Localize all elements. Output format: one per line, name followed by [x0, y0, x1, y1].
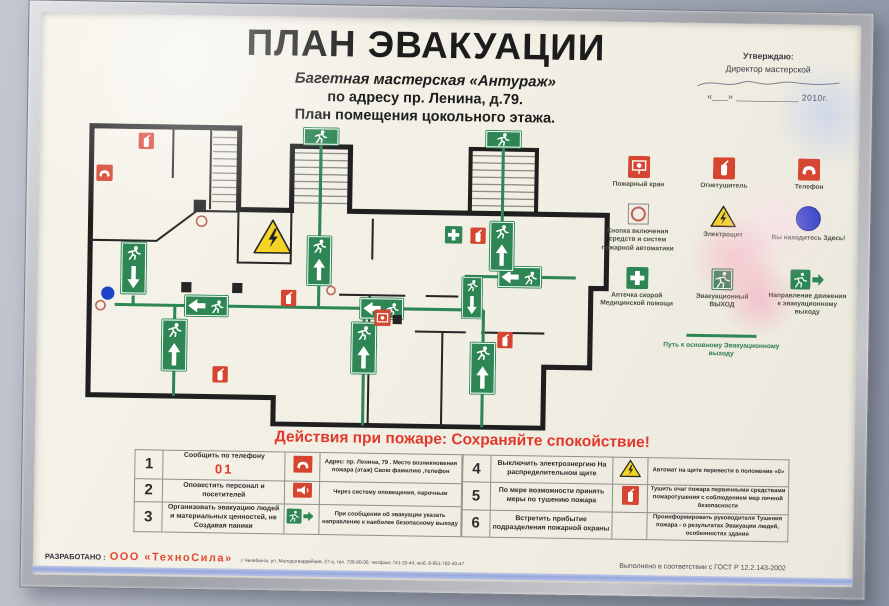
electrical-warning-icon [619, 459, 641, 478]
actions-table-right: 4 Выключить электроэнергию На распредели… [461, 454, 790, 542]
developed-label: РАЗРАБОТАНО : [44, 551, 106, 562]
fire-extinguisher-icon [621, 486, 639, 506]
emergency-exit-icon [711, 268, 734, 291]
first-aid-icon [625, 266, 649, 290]
gost-note: Выполнено в соответствии с ГОСТ Р 12.2.1… [619, 562, 786, 573]
legend-item-fire-hydrant: Пожарный кран [599, 155, 679, 189]
developer-company: ООО «ТехноСила» [109, 550, 233, 565]
direction-sign-down [120, 241, 147, 294]
you-are-here-icon [796, 206, 822, 232]
legend-item-electrical-panel: Электрощит [683, 204, 763, 255]
legend-item-extinguisher: Огнетушитель [684, 157, 764, 191]
legend-item-first-aid: Аптечка скорой Медицинской помощи [597, 266, 677, 315]
you-are-here-marker [101, 286, 115, 300]
legend-item-telephone: Телефон [769, 158, 849, 192]
emergency-number: 01 [214, 461, 234, 477]
title-block: ПЛАН ЭВАКУАЦИИ Багетная мастерская «Анту… [190, 21, 661, 128]
exit-sign [303, 127, 340, 146]
exit-direction-icon [790, 269, 825, 290]
telephone-icon [798, 158, 821, 181]
electrical-warning-marker [253, 219, 292, 254]
legend-item-exit: Эвакуационный ВЫХОД [682, 268, 762, 317]
column [392, 314, 402, 325]
aluminum-frame: ПЛАН ЭВАКУАЦИИ Багетная мастерская «Анту… [19, 0, 875, 601]
exit-sign [485, 130, 522, 149]
alarm-button-icon [627, 203, 649, 225]
legend-path-item: Путь к основному Эвакуационному выходу [596, 332, 846, 360]
direction-sign-up [350, 321, 377, 374]
fire-hose-marker [374, 309, 391, 327]
table-row: 3 Организовать эвакуацию людей и материа… [133, 501, 461, 537]
floor-plan [85, 123, 610, 431]
table-row: 6 Встретить прибытие подразделения пожар… [461, 509, 789, 542]
direction-sign-up [161, 318, 188, 371]
evacuation-route-line-icon [686, 333, 757, 338]
direction-sign-up [306, 235, 332, 286]
exit-direction-icon [286, 508, 314, 525]
legend-item-direction: Направление движения к эвакуационному вы… [767, 269, 847, 318]
approval-date: «___» ____________ 2010г. [707, 90, 829, 103]
direction-sign-left [184, 294, 229, 317]
alarm-button-marker [95, 299, 106, 311]
telephone-marker [96, 164, 113, 182]
direction-sign-up [469, 342, 496, 395]
alarm-button-marker [326, 285, 336, 296]
phone-icon [293, 455, 313, 473]
direction-sign-up [489, 221, 515, 272]
evacuation-plan-poster: ПЛАН ЭВАКУАЦИИ Багетная мастерская «Анту… [32, 12, 862, 588]
actions-section: Действия при пожаре: Сохраняйте спокойст… [133, 426, 790, 542]
approval-block: Утверждаю: Директор мастерской «___» ___… [685, 49, 851, 105]
developer-contacts: г. Челябинск, ул. Молодогвардейцев, 37-а… [240, 558, 465, 568]
alarm-button-marker [195, 215, 208, 228]
legend: Пожарный кран Огнетушитель Телефон [596, 155, 849, 360]
first-aid-marker [444, 226, 463, 244]
announcement-icon [292, 482, 313, 498]
electrical-panel-icon [710, 205, 736, 228]
legend-item-alarm-button: Кнопка включения средств и систем пожарн… [598, 203, 678, 254]
page-title: ПЛАН ЭВАКУАЦИИ [246, 21, 606, 69]
fire-extinguisher-icon [712, 157, 736, 180]
approval-role: Директор мастерской [725, 63, 811, 75]
fire-hydrant-icon [627, 155, 650, 179]
stairs-left [212, 129, 238, 208]
direction-sign-down [461, 276, 483, 319]
legend-item-you-are-here: Вы находитесь Здесь! [768, 205, 848, 256]
